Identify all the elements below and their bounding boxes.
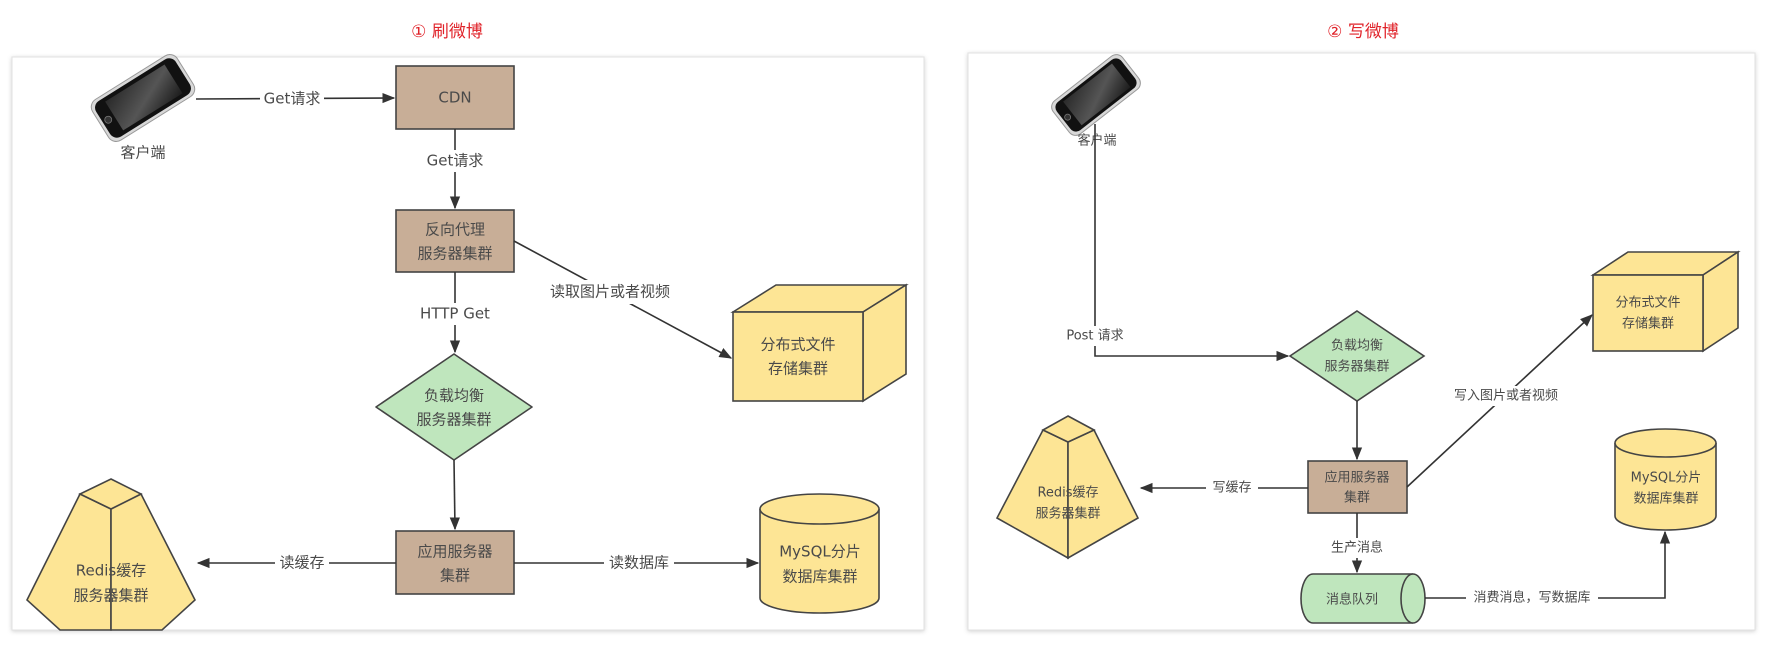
node-file-write-label-1: 分布式文件 (1615, 296, 1680, 311)
node-file-write-label-2: 存储集群 (1622, 316, 1674, 332)
node-file-label-1: 分布式文件 (760, 336, 835, 354)
node-file-storage-write (1590, 250, 1741, 353)
edge-cdn-proxy-label: Get请求 (427, 152, 484, 170)
node-app-write-label-1: 应用服务器 (1324, 470, 1389, 486)
node-reverse-proxy (395, 209, 515, 273)
node-redis-write (995, 415, 1140, 560)
phone-icon (1051, 54, 1141, 136)
node-cdn-label: CDN (438, 89, 471, 107)
edge-client-cdn-label: Get请求 (264, 90, 321, 108)
node-app-server (395, 530, 515, 595)
panel-title-read: ① 刷微博 (411, 22, 483, 42)
node-proxy-label-1: 反向代理 (425, 221, 485, 239)
node-file-label-2: 存储集群 (768, 360, 828, 378)
node-app-write-label-2: 集群 (1344, 490, 1370, 506)
panel-title-write: ② 写微博 (1327, 22, 1399, 42)
node-redis (26, 478, 196, 631)
node-app-label-1: 应用服务器 (417, 543, 492, 561)
node-mysql-label-2: 数据库集群 (782, 568, 857, 586)
node-client-label-write: 客户端 (1077, 133, 1116, 149)
node-lb-write-label-2: 服务器集群 (1324, 359, 1389, 375)
node-lb-label-2: 服务器集群 (416, 411, 491, 429)
node-lb-write-label-1: 负载均衡 (1331, 339, 1383, 354)
edge-proxy-lb-label: HTTP Get (420, 305, 490, 323)
edge-mq-mysql-label: 消费消息，写数据库 (1473, 590, 1590, 606)
node-mysql-write-label-2: 数据库集群 (1633, 491, 1698, 507)
node-file-storage (730, 283, 909, 403)
node-proxy-label-2: 服务器集群 (417, 245, 492, 263)
edge-proxy-file-label: 读取图片或者视频 (550, 283, 670, 301)
edge-lb-app (449, 459, 460, 531)
node-mysql-write-label-1: MySQL分片 (1631, 471, 1702, 486)
node-cdn (395, 65, 515, 130)
node-app-server-write (1307, 460, 1408, 514)
edge-app-redis-write-label: 写缓存 (1212, 481, 1251, 496)
node-client-label: 客户端 (120, 144, 165, 162)
node-message-queue (1300, 573, 1426, 624)
node-lb-label-1: 负载均衡 (424, 387, 484, 405)
node-mysql-write (1614, 428, 1717, 531)
edge-client-lb-label: Post 请求 (1066, 329, 1123, 344)
node-redis-label-2: 服务器集群 (73, 587, 148, 605)
phone-icon (90, 54, 196, 142)
node-redis-write-label-1: Redis缓存 (1037, 486, 1098, 501)
edge-app-file-label: 写入图片或者视频 (1454, 389, 1558, 404)
node-app-label-2: 集群 (440, 567, 470, 585)
edge-app-redis-label: 读缓存 (279, 554, 324, 572)
node-mq-label: 消息队列 (1326, 592, 1378, 608)
edge-app-mq-label: 生产消息 (1331, 540, 1383, 556)
edge-app-mysql-label: 读数据库 (609, 554, 669, 572)
node-redis-label-1: Redis缓存 (76, 562, 146, 580)
edge-client-lb (1094, 124, 1290, 362)
node-mysql (759, 493, 880, 614)
node-redis-write-label-2: 服务器集群 (1035, 506, 1100, 522)
node-mysql-label-1: MySQL分片 (779, 543, 861, 561)
